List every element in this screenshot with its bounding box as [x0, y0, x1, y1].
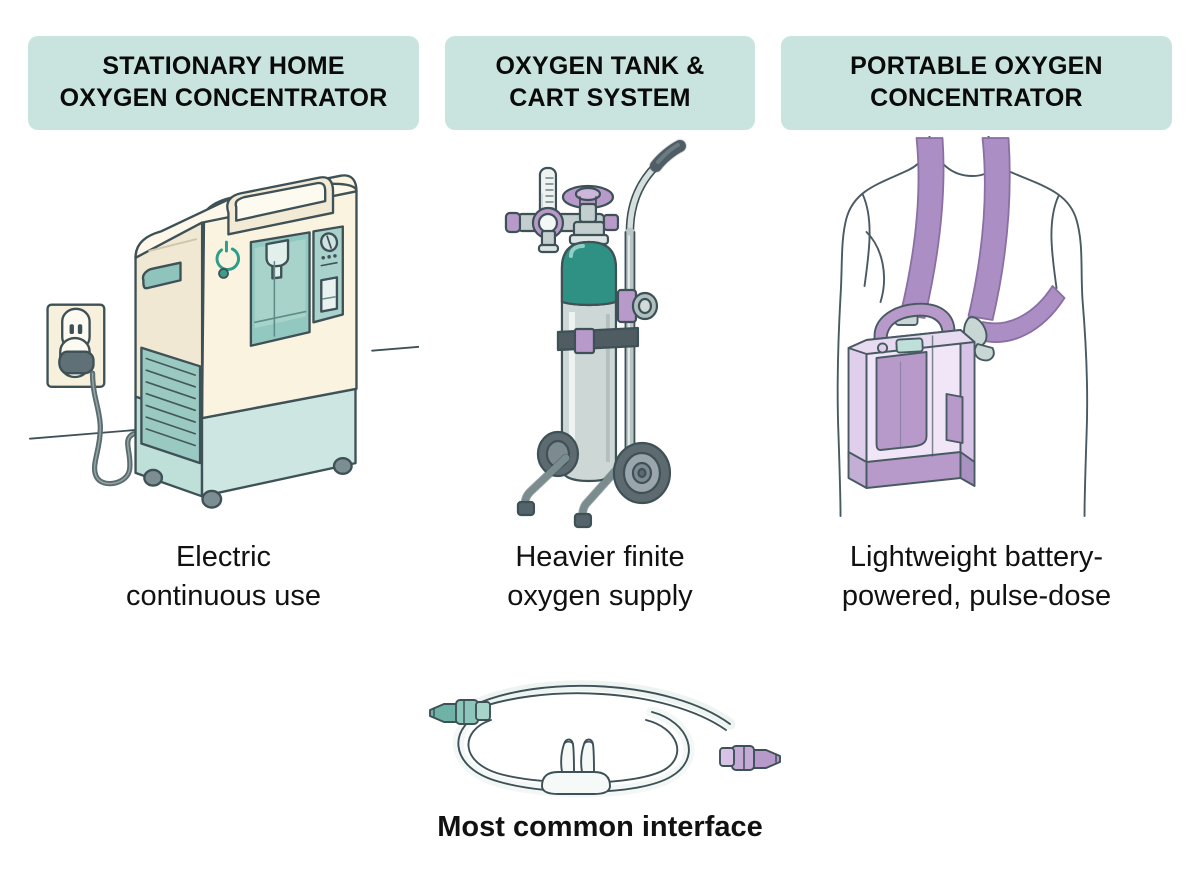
- unit-left-face: [847, 339, 868, 469]
- floor-line-right: [371, 345, 420, 352]
- shoulder-strap: [899, 137, 1011, 321]
- header-line-1: PORTABLE OXYGEN: [850, 52, 1103, 80]
- header-stationary-home-oxygen-concentrator: STATIONARY HOME OXYGEN CONCENTRATOR: [28, 36, 420, 130]
- nasal-cannula-illustration: [390, 664, 810, 804]
- column-oxygen-tank-cart-system: OXYGEN TANK & CART SYSTEM: [445, 36, 755, 660]
- header-portable-oxygen-concentrator: PORTABLE OXYGEN CONCENTRATOR: [780, 36, 1172, 130]
- column-portable-oxygen-concentrator: PORTABLE OXYGEN CONCENTRATOR: [780, 36, 1172, 660]
- cylinder-strap: [556, 326, 640, 355]
- caption-line-2: continuous use: [125, 580, 322, 613]
- caption-portable-oxygen-concentrator: Lightweight battery- powered, pulse-dose: [842, 538, 1111, 617]
- cart-clamp: [616, 288, 659, 324]
- caption-line-1: Lightweight battery-: [849, 541, 1103, 573]
- tank-valve-knob: [561, 184, 615, 224]
- unit-display-screen: [895, 337, 924, 354]
- caption-line-1: Electric: [175, 541, 272, 573]
- power-plug-icon: [58, 336, 95, 379]
- cart-frame: [624, 161, 661, 471]
- power-button-icon: [215, 240, 240, 271]
- caption-line-2: oxygen supply: [507, 580, 693, 613]
- oxygen-tank-cart-illustration: [445, 136, 755, 536]
- header-line-1: OXYGEN TANK &: [495, 52, 705, 80]
- unit-control-row: [876, 337, 924, 354]
- portable-concentrator-illustration: [781, 136, 1172, 536]
- unit-power-button: [876, 342, 889, 354]
- cart-wheel-rear: [536, 430, 580, 478]
- nasal-cannula-section: Most common interface: [0, 664, 1200, 896]
- caption-oxygen-tank-cart-system: Heavier finite oxygen supply: [507, 538, 692, 617]
- vent-grille: [140, 346, 202, 465]
- flow-control-panel: [312, 225, 344, 324]
- side-handle-recess: [141, 261, 182, 290]
- carry-handle-recess: [226, 176, 335, 236]
- waist-strap: [979, 285, 1066, 343]
- portable-unit-body: [847, 302, 976, 489]
- comparison-columns: STATIONARY HOME OXYGEN CONCENTRATOR: [28, 36, 1172, 660]
- floor-line: [29, 428, 139, 440]
- status-indicator-light: [218, 268, 229, 279]
- caption-nasal-cannula: Most common interface: [437, 811, 763, 843]
- regulator-body: [504, 206, 620, 254]
- caption-line-2: powered, pulse-dose: [841, 580, 1112, 613]
- power-cord-highlight: [91, 372, 135, 485]
- cart-wheel-front: [612, 441, 672, 505]
- header-oxygen-tank-cart-system: OXYGEN TANK & CART SYSTEM: [445, 36, 755, 130]
- caster-wheels: [143, 457, 353, 509]
- cart-handle-grip: [649, 139, 687, 173]
- column-stationary-home-oxygen-concentrator: STATIONARY HOME OXYGEN CONCENTRATOR: [28, 36, 420, 660]
- unit-front-panel: [875, 351, 928, 451]
- cylinder-neck: [568, 220, 610, 246]
- nasal-prongs: [541, 738, 611, 795]
- header-line-2: CONCENTRATOR: [870, 84, 1083, 112]
- caption-stationary-home-oxygen-concentrator: Electric continuous use: [126, 538, 321, 617]
- caption-line-1: Heavier finite: [515, 541, 685, 573]
- header-line-1: STATIONARY HOME: [102, 52, 345, 80]
- green-connector-fitting: [429, 699, 491, 725]
- humidifier-bottle-bay: [249, 231, 311, 347]
- header-line-2: OXYGEN CONCENTRATOR: [59, 84, 388, 112]
- unit-side-vent: [945, 393, 964, 444]
- power-cord: [89, 370, 137, 487]
- cart-foot-caps: [516, 500, 593, 529]
- stationary-concentrator-illustration: [28, 136, 420, 536]
- purple-connector-fitting: [719, 745, 781, 771]
- header-line-2: CART SYSTEM: [509, 84, 691, 112]
